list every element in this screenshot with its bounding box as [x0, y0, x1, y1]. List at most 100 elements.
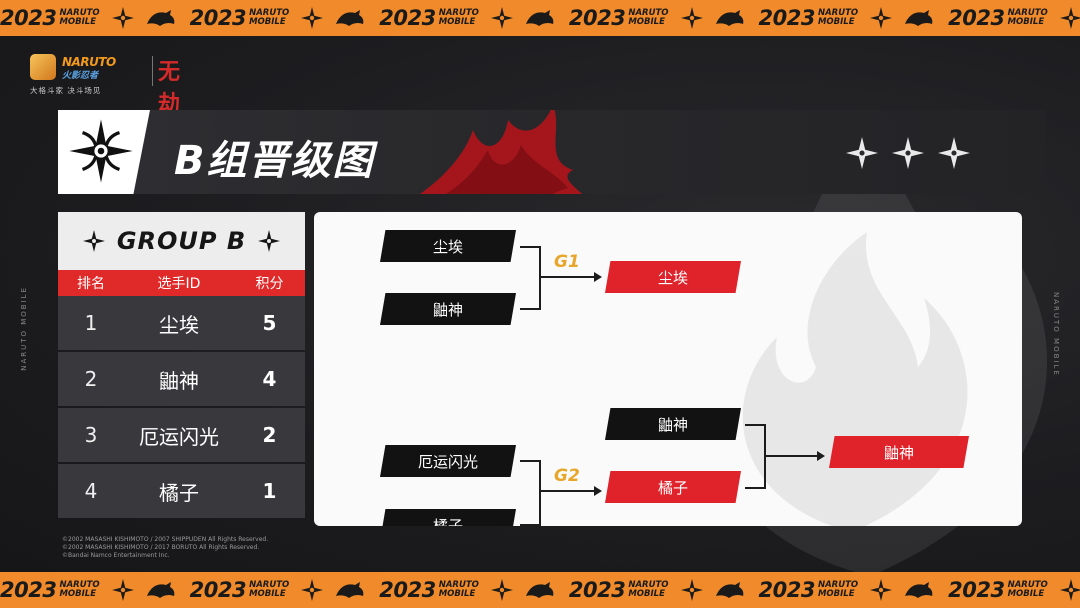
bracket-slot-g1-top: 尘埃 [380, 230, 516, 262]
column-header-points: 积分 [255, 276, 284, 292]
shuriken-icon [111, 579, 134, 601]
shuriken-icon [1059, 579, 1080, 601]
title-bar: B组晋级图 [58, 110, 1046, 194]
shuriken-icon [680, 7, 703, 29]
game-logo: NARUTO 火影忍者 无劫 大格斗家 决斗场见 [30, 54, 180, 117]
points-cell: 5 [262, 311, 277, 335]
bracket-line [745, 424, 765, 426]
copyright-line: ©Bandai Namco Entertainment Inc. [62, 552, 170, 559]
banner-year: 2023 [758, 578, 816, 602]
table-row: 1 尘埃 5 [58, 296, 305, 350]
banner-year: 2023 [379, 6, 436, 30]
group-standings: GROUP B 排名 选手ID 积分 1 尘埃 5 2 鼬神 4 3 厄运闪光 … [58, 212, 305, 526]
banner-brand-line: MOBILE [249, 17, 286, 27]
banner-brand-line: MOBILE [817, 17, 855, 27]
banner-year: 2023 [0, 6, 57, 30]
logo-subtitle: 火影忍者 [62, 71, 99, 81]
side-text-right: NARUTO MOBILE [1052, 292, 1060, 377]
column-header-rank: 排名 [77, 276, 105, 292]
bracket-line [520, 246, 540, 248]
fox-icon [715, 10, 743, 26]
bracket-line [539, 490, 595, 492]
shuriken-icon [82, 230, 105, 252]
banner-brand-line: NARUTO [59, 580, 100, 590]
shuriken-icon [258, 230, 281, 252]
banner-brand-line: MOBILE [628, 589, 665, 599]
bracket-line [520, 308, 540, 310]
banner-year: 2023 [758, 6, 816, 30]
arrow-right-icon [817, 451, 825, 461]
banner-brand-line: MOBILE [817, 589, 855, 599]
banner-brand-line: NARUTO [1007, 8, 1048, 18]
table-header: 排名 选手ID 积分 [58, 270, 305, 296]
player-id-cell: 厄运闪光 [139, 424, 219, 449]
bracket-slot-g1-bottom: 鼬神 [380, 293, 516, 325]
shuriken-icon [870, 579, 893, 601]
bracket-line [520, 460, 540, 462]
fox-icon [525, 582, 554, 598]
bracket-slot-g2-bottom: 橘子 [380, 509, 516, 526]
copyright-line: ©2002 MASASHI KISHIMOTO / 2017 BORUTO Al… [62, 544, 260, 551]
shuriken-icon [490, 7, 513, 29]
shuriken-icon [301, 579, 324, 601]
banner-year: 2023 [948, 6, 1005, 30]
banner-year: 2023 [948, 578, 1005, 602]
bracket-line [520, 524, 540, 526]
bracket-line [539, 246, 541, 310]
banner-year: 2023 [568, 6, 626, 30]
seal-logo: 无劫 [158, 59, 181, 117]
logo-divider [152, 56, 153, 86]
group-title: GROUP B [116, 227, 247, 255]
banner-brand-line: NARUTO [249, 8, 290, 18]
fox-icon [905, 582, 933, 598]
side-text-left: NARUTO MOBILE [20, 286, 28, 371]
shuriken-icon [938, 137, 970, 169]
table-row: 3 厄运闪光 2 [58, 408, 305, 462]
logo-naruto-text: NARUTO [62, 55, 116, 69]
banner-brand-line: MOBILE [59, 589, 97, 599]
bracket-slot-semi-bottom: 橘子 [605, 471, 741, 503]
bracket-panel: 尘埃 鼬神 G1 尘埃 厄运闪光 橘子 G2 鼬神 橘子 鼬神 [314, 212, 1022, 526]
banner-brand-line: NARUTO [817, 580, 859, 590]
rank-cell: 4 [84, 479, 98, 503]
banner-brand-line: MOBILE [249, 589, 286, 599]
table-row: 2 鼬神 4 [58, 352, 305, 406]
match-label-g1: G1 [554, 252, 580, 272]
column-header-player-id: 选手ID [157, 276, 201, 292]
banner-brand-line: MOBILE [59, 17, 97, 27]
shuriken-icon [680, 579, 703, 601]
bracket-slot-g1-winner: 尘埃 [605, 261, 741, 293]
banner-year: 2023 [0, 578, 57, 602]
copyright-notice: ©2002 MASASHI KISHIMOTO / 2007 SHIPPUDEN… [62, 536, 268, 560]
bracket-slot-g2-top: 厄运闪光 [380, 445, 516, 477]
fox-icon [146, 582, 174, 598]
fox-icon [525, 10, 554, 26]
rank-cell: 2 [84, 367, 98, 391]
flame-icon [393, 110, 593, 194]
banner-brand-line: MOBILE [438, 589, 476, 599]
arrow-right-icon [594, 486, 602, 496]
arrow-right-icon [594, 272, 602, 282]
bracket-line [539, 460, 541, 526]
shuriken-row [846, 137, 970, 169]
fox-icon [146, 10, 174, 26]
player-id-cell: 尘埃 [159, 312, 199, 337]
shuriken-icon [1059, 7, 1080, 29]
group-heading: GROUP B [58, 212, 305, 270]
copyright-line: ©2002 MASASHI KISHIMOTO / 2007 SHIPPUDEN… [62, 536, 269, 543]
banner-brand-line: NARUTO [59, 8, 100, 18]
banner-brand-line: MOBILE [628, 17, 665, 27]
